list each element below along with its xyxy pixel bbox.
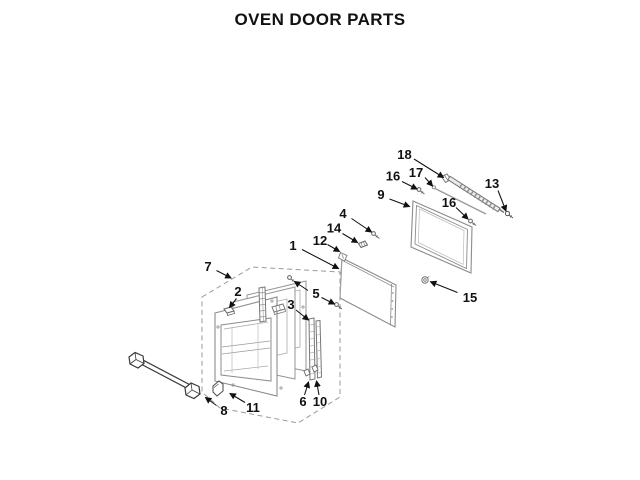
arrow-7 (216, 270, 232, 279)
arrow-6 (303, 381, 311, 396)
framed-glass-panel (410, 200, 473, 274)
callout-4: 4 (339, 206, 347, 221)
arrow-5b (321, 297, 336, 305)
screw-13 (504, 210, 514, 219)
screw-16-lower (468, 218, 477, 226)
callout-3: 3 (287, 297, 294, 312)
arrow-3 (295, 309, 310, 321)
arrow-16-lower (455, 207, 469, 220)
top-ribbed-strip (258, 286, 267, 323)
arrow-8 (204, 396, 217, 406)
callout-11: 11 (246, 400, 260, 415)
callout-1: 1 (289, 238, 296, 253)
screw-5b (334, 302, 343, 310)
spacer-clip-14 (357, 240, 369, 249)
callout-12: 12 (313, 233, 327, 248)
callout-6: 6 (299, 394, 306, 409)
screw-5a (287, 275, 296, 283)
callout-labels: 18 17 16 13 9 16 4 14 12 1 15 7 2 5 3 6 … (204, 147, 499, 418)
callout-5: 5 (312, 286, 319, 301)
arrow-12 (327, 244, 341, 253)
arrow-15 (429, 280, 458, 293)
callout-arrows (204, 158, 508, 406)
page-title: OVEN DOOR PARTS (234, 10, 406, 29)
callout-7: 7 (204, 259, 211, 274)
ribbed-block (271, 303, 286, 315)
callout-15: 15 (463, 290, 477, 305)
callout-18: 18 (397, 147, 411, 162)
arrow-10 (314, 379, 321, 396)
hinge-rod (431, 185, 487, 215)
arrow-13 (497, 190, 508, 212)
handle-mount (212, 380, 224, 397)
callout-9: 9 (377, 187, 384, 202)
screw-4 (371, 231, 380, 239)
arrow-17 (424, 177, 434, 187)
callout-17: 17 (409, 165, 423, 180)
door-outer-panel (214, 296, 305, 397)
grommet (421, 276, 430, 284)
callout-13: 13 (485, 176, 499, 191)
arrow-18 (413, 158, 445, 179)
door-handle (128, 351, 201, 400)
arrow-16-upper (401, 181, 418, 190)
callout-16-upper: 16 (386, 169, 400, 184)
arrow-4 (351, 218, 373, 233)
callout-14: 14 (327, 221, 342, 236)
arrow-1 (301, 249, 340, 269)
callout-16-lower: 16 (442, 195, 456, 210)
arrow-14 (342, 233, 359, 244)
callout-8: 8 (220, 403, 227, 418)
inner-door-panel (337, 251, 397, 328)
bracket-part2 (223, 306, 235, 317)
side-trim-strips (303, 317, 323, 381)
arrow-11 (229, 392, 246, 403)
arrow-5a (293, 280, 309, 291)
door-assembly-outline (201, 266, 341, 424)
arrow-2 (228, 298, 237, 309)
callout-10: 10 (313, 394, 327, 409)
callout-2: 2 (234, 284, 241, 299)
arrow-9 (389, 198, 411, 208)
screw-16-upper (416, 187, 425, 195)
